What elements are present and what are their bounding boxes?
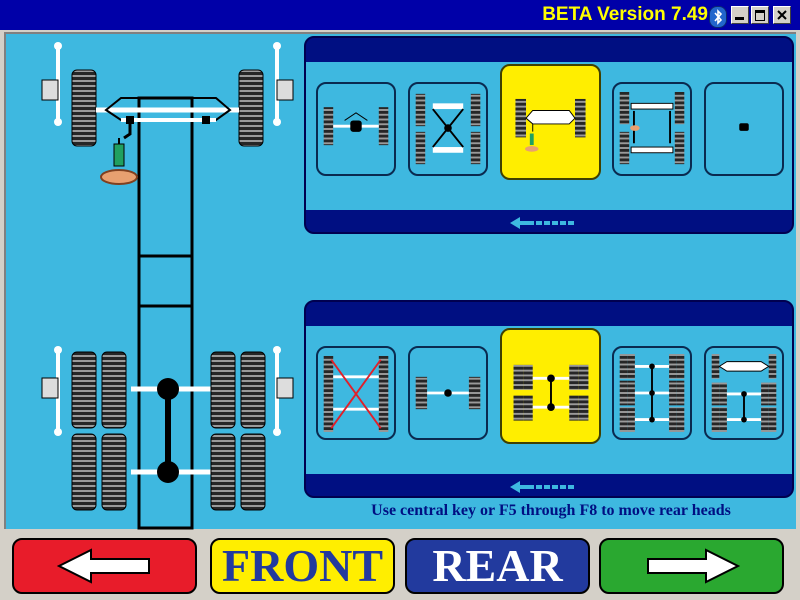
rear-config-card-4[interactable] (612, 346, 692, 440)
rear-measuring-heads (41, 346, 294, 436)
rear-wheels (71, 351, 266, 511)
front-config-card-4[interactable] (612, 82, 692, 176)
instruction-text: Use central key or F5 through F8 to move… (371, 502, 731, 519)
chassis-frame (131, 96, 216, 530)
rear-button-label: REAR (432, 540, 563, 591)
rear-config-panel (304, 300, 794, 498)
maximize-icon (755, 10, 765, 21)
front-wheels (71, 69, 264, 147)
front-config-options (306, 62, 792, 210)
rear-config-card-1-disabled[interactable] (316, 346, 396, 440)
close-button[interactable] (773, 6, 791, 24)
rear-config-card-2[interactable] (408, 346, 488, 440)
rear-button[interactable]: REAR (405, 538, 590, 594)
back-button[interactable] (12, 538, 197, 594)
rear-config-options (306, 326, 792, 474)
close-icon (777, 10, 787, 20)
next-button[interactable] (599, 538, 784, 594)
front-button[interactable]: FRONT (210, 538, 395, 594)
vehicle-diagram (41, 42, 294, 530)
front-measuring-heads (41, 42, 294, 126)
window-title: BETA Version 7.49 (542, 4, 708, 25)
minimize-button[interactable] (731, 6, 749, 24)
minimize-icon (735, 17, 744, 20)
bottom-navigation: FRONT REAR (0, 531, 800, 600)
front-config-card-1[interactable] (316, 82, 396, 176)
wheel-clamp-weight (100, 138, 138, 185)
arrow-left-icon (56, 548, 150, 584)
front-config-card-2[interactable] (408, 82, 488, 176)
front-button-label: FRONT (222, 540, 383, 591)
arrow-left-icon (510, 217, 574, 229)
title-bar: BETA Version 7.49 (0, 0, 800, 30)
maximize-button[interactable] (751, 6, 769, 24)
front-config-card-5[interactable] (704, 82, 784, 176)
front-config-panel (304, 36, 794, 234)
bluetooth-icon (709, 6, 727, 28)
arrow-left-icon (510, 481, 574, 493)
front-config-card-3-selected[interactable] (500, 64, 601, 180)
arrow-right-icon (646, 548, 740, 584)
rear-config-card-5[interactable] (704, 346, 784, 440)
rear-config-card-3-selected[interactable] (500, 328, 601, 444)
